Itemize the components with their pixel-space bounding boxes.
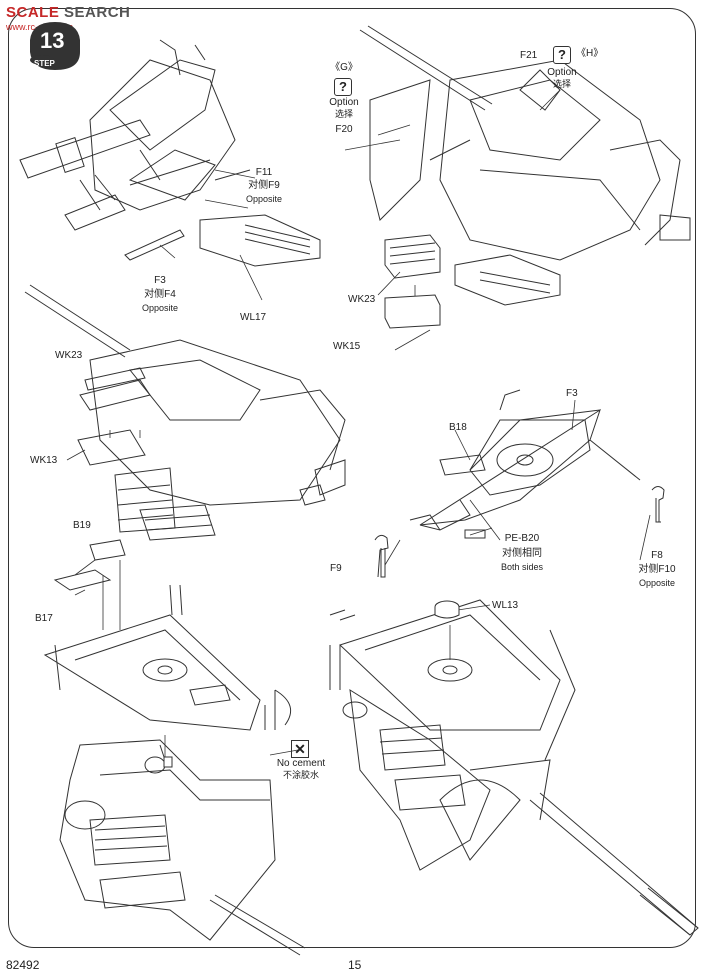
label-b17: B17 — [35, 613, 53, 624]
option-h-question-icon: ? — [553, 46, 571, 64]
page-border — [8, 8, 696, 948]
label-pe-b20-en: Both sides — [500, 562, 544, 572]
label-option-g-en: Option — [329, 97, 359, 108]
label-f9: F9 — [330, 563, 342, 574]
label-pe-b20-cn: 对侧相同 — [502, 548, 542, 559]
label-wk15: WK15 — [333, 341, 361, 352]
label-option-g: 《G》 — [330, 62, 358, 73]
watermark-search: SEARCH — [64, 4, 131, 21]
label-f11-sub: 对侧F9 — [248, 180, 280, 191]
label-option-g-cn: 选择 — [334, 109, 353, 119]
label-option-h-cn: 选择 — [552, 79, 571, 89]
step-label: STEP — [34, 59, 55, 68]
watermark-brand: SCALE — [6, 4, 60, 21]
label-wk13: WK13 — [30, 455, 58, 466]
label-f8-opposite: Opposite — [638, 578, 676, 588]
label-pe-b20: PE-B20 — [504, 533, 540, 544]
label-f11-opposite: Opposite — [245, 194, 283, 204]
label-no-cement: No cement — [276, 758, 326, 769]
label-b18: B18 — [449, 422, 467, 433]
gun-assembly-top-right — [360, 26, 690, 328]
watermark: SCALE SEARCH — [6, 4, 130, 21]
label-wk23-mid: WK23 — [55, 350, 83, 361]
label-f20: F20 — [335, 124, 353, 135]
label-no-cement-cn: 不涂胶水 — [282, 770, 319, 780]
gun-assembly-middle-left — [25, 285, 345, 540]
label-f3-top-sub: 对侧F4 — [144, 289, 176, 300]
label-f3-right: F3 — [566, 388, 578, 399]
label-wl13: WL13 — [492, 600, 519, 611]
label-f8-sub: 对侧F10 — [638, 564, 676, 575]
label-option-h: 《H》 — [576, 48, 604, 59]
leader-lines — [67, 90, 650, 757]
platform-lower-left — [45, 540, 305, 955]
label-f11: F11 — [255, 167, 273, 178]
step-number: 13 — [40, 28, 65, 53]
label-f3-top-opposite: Opposite — [141, 303, 179, 313]
page-number: 15 — [348, 958, 362, 972]
label-wl17: WL17 — [240, 312, 267, 323]
no-cement-icon: ✕ — [291, 740, 309, 758]
label-f8: F8 — [651, 550, 663, 561]
product-code: 82492 — [6, 958, 40, 972]
label-wk23-top: WK23 — [348, 294, 376, 305]
label-b19: B19 — [73, 520, 91, 531]
gun-assembly-top-left — [20, 40, 320, 266]
label-f21: F21 — [520, 50, 538, 61]
label-f3-top: F3 — [154, 275, 166, 286]
label-option-h-en: Option — [547, 67, 577, 78]
option-g-question-icon: ? — [334, 78, 352, 96]
